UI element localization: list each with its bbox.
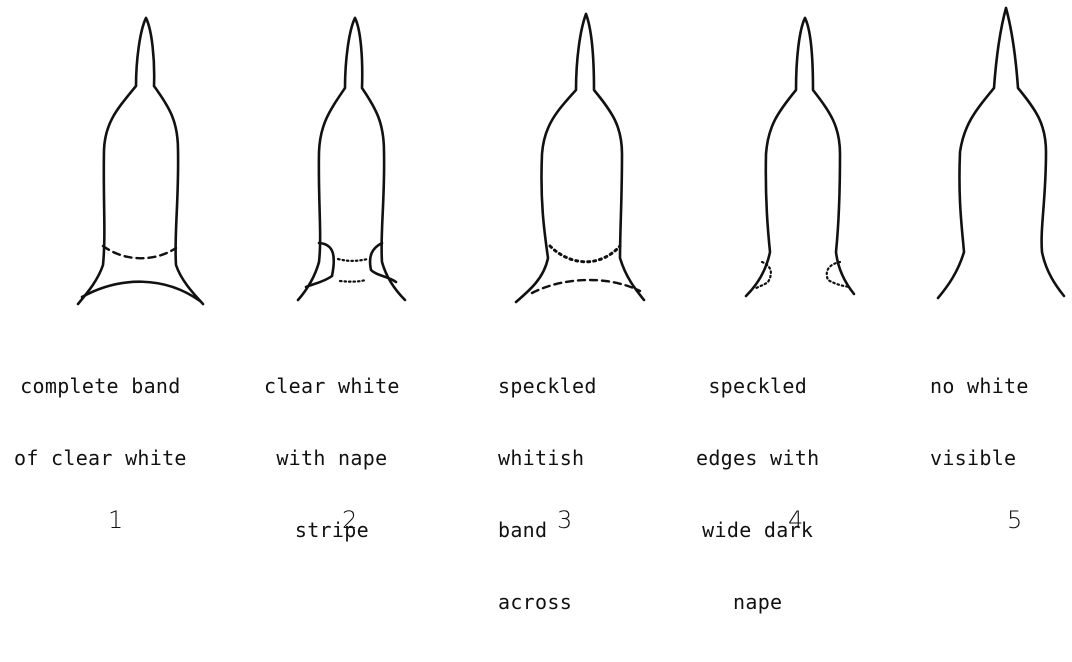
head-outline [298,18,405,300]
caption-line: of clear white [14,446,187,470]
nape-pattern-figure: complete band of clear white 1 clear whi… [0,0,1072,543]
head-outline [938,8,1064,298]
panel-number-4: 4 [788,506,803,534]
speckled-band-upper [550,246,620,262]
white-band-upper-edge [103,246,176,258]
caption-line: no white [930,374,1029,398]
head-outline-complete-band [0,0,250,320]
caption-panel-4: speckled edges with wide dark nape [696,326,819,662]
caption-line: whitish [498,446,597,470]
panel-5: no white visible 5 [890,0,1072,543]
nape-stripe-upper [338,259,368,261]
head-outline-speckled-band [470,0,670,320]
caption-line: band [498,518,597,542]
panel-number-3: 3 [557,506,572,534]
caption-line: clear white [264,374,400,398]
caption-line: speckled [696,374,819,398]
head-outline [78,18,203,304]
panel-number-2: 2 [342,506,357,534]
white-band-lower-edge [82,282,200,301]
head-outline [746,18,854,296]
caption-panel-5: no white visible [930,326,1029,518]
caption-line: stripe [264,518,400,542]
caption-line: across [498,590,597,614]
caption-panel-1: complete band of clear white [14,326,187,518]
caption-line: complete band [14,374,187,398]
panel-1: complete band of clear white 1 [0,0,250,543]
caption-line: edges with [696,446,819,470]
nape-stripe-lower [340,280,366,282]
speckled-band-lower [532,280,640,293]
caption-line: nape [696,590,819,614]
head-outline-no-white [890,0,1072,320]
head-outline-nape-stripe [250,0,470,320]
panel-number-5: 5 [1007,506,1022,534]
head-outline-speckled-edges [670,0,890,320]
caption-line: visible [930,446,1029,470]
caption-panel-3: speckled whitish band across [498,326,597,662]
panel-number-1: 1 [108,506,123,534]
head-outline [516,14,644,302]
panel-4: speckled edges with wide dark nape 4 [670,0,890,543]
caption-line: with nape [264,446,400,470]
caption-panel-2: clear white with nape stripe [264,326,400,590]
panel-2: clear white with nape stripe 2 [250,0,470,543]
caption-line: speckled [498,374,597,398]
panel-3: speckled whitish band across 3 [470,0,670,543]
